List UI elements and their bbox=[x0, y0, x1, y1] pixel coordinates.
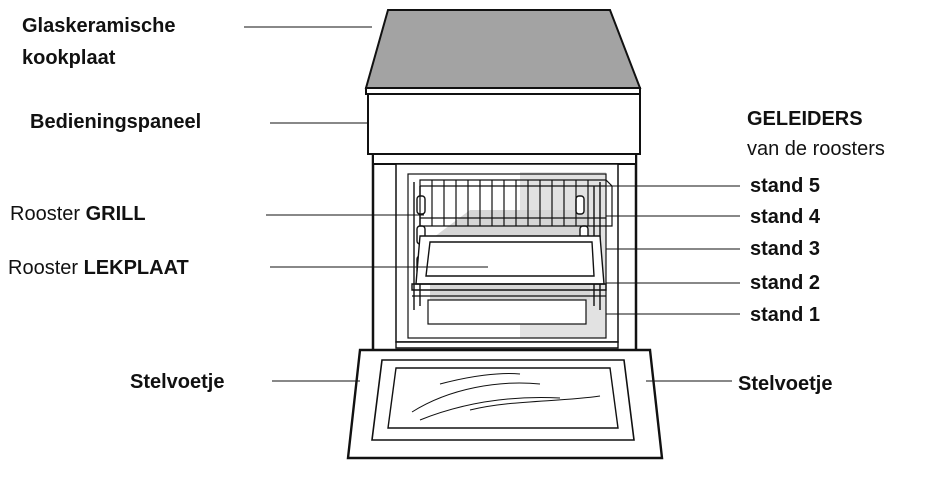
shelf-position-4: stand 4 bbox=[750, 206, 821, 228]
leader-lines bbox=[244, 26, 740, 382]
shelf-position-3: stand 3 bbox=[750, 238, 821, 260]
control-panel-label: Bedieningspaneel bbox=[30, 111, 202, 133]
grill-rack-label: Rooster GRILL bbox=[10, 202, 146, 226]
control-panel-body bbox=[367, 93, 641, 155]
cavity-sill bbox=[395, 341, 619, 349]
shelf-position-2: stand 2 bbox=[750, 272, 821, 294]
oven-front-frame bbox=[372, 153, 637, 165]
cavity-back-wall bbox=[407, 173, 607, 339]
oven-body bbox=[371, 154, 638, 352]
cooktop-label-line1: Glaskeramische bbox=[22, 15, 176, 37]
guides-title: GELEIDERS bbox=[747, 108, 863, 130]
cooktop-top bbox=[364, 9, 642, 89]
drip-tray bbox=[411, 235, 607, 291]
shelf-position-5: stand 5 bbox=[750, 175, 821, 197]
cavity-floor bbox=[427, 299, 587, 325]
foot-right-label: Stelvoetje bbox=[738, 373, 833, 395]
glass-reflection bbox=[411, 373, 601, 421]
shelf-position-1: stand 1 bbox=[750, 304, 821, 326]
drip-tray-label-name: LEKPLAAT bbox=[83, 257, 189, 279]
drip-tray-label: Rooster LEKPLAAT bbox=[8, 256, 189, 280]
cooktop-label-line2: kookplaat bbox=[22, 47, 116, 69]
drip-tray-label-prefix: Rooster bbox=[8, 257, 79, 279]
grill-rack-label-name: GRILL bbox=[85, 203, 146, 225]
grill-rack bbox=[419, 179, 613, 227]
foot-left-label: Stelvoetje bbox=[130, 371, 225, 393]
guides-subtitle: van de roosters bbox=[747, 138, 885, 160]
grill-rack-label-prefix: Rooster bbox=[10, 203, 81, 225]
